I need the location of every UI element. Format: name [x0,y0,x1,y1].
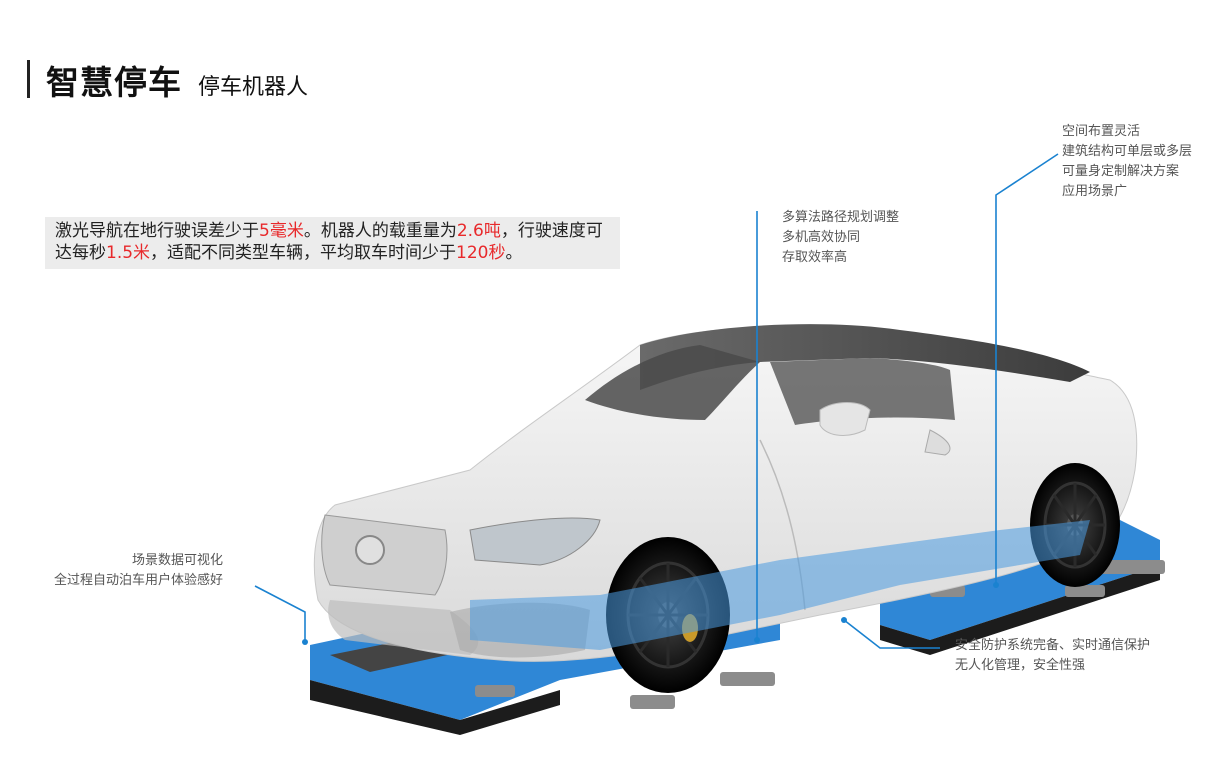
callout-algorithm-line-3: 存取效率高 [782,250,848,265]
callout-visual-line-2: 全过程自动泊车用户体验感好 [53,573,223,588]
desc-value-time: 120秒 [456,243,506,263]
callout-layout-line-3: 可量身定制解决方案 [1062,164,1180,179]
callout-safety-line-2: 无人化管理，安全性强 [955,658,1086,673]
robot-under-car [470,520,1090,650]
callout-safety-line-1: 安全防护系统完备、实时通信保护 [955,638,1151,653]
desc-text-2: 。机器人的载重量为 [303,221,457,241]
desc-value-precision: 5毫米 [259,221,304,241]
callout-layout-line-2: 建筑结构可单层或多层 [1062,144,1193,159]
page-subtitle: 停车机器人 [198,75,309,100]
callout-algorithm-line-2: 多机高效协同 [782,230,861,245]
desc-text-3: ，行驶速度可达每秒 [55,221,603,263]
callout-layout-line-4: 应用场景广 [1062,184,1128,199]
callout-algorithm: 多算法路径规划调整 多机高效协同 存取效率高 [782,208,899,268]
desc-text-4: ，适配不同类型车辆，平均取车时间少于 [150,243,457,263]
callout-layout: 空间布置灵活 建筑结构可单层或多层 可量身定制解决方案 应用场景广 [1062,122,1192,202]
desc-text-1: 激光导航在地行驶误差少于 [55,221,259,241]
page-title: 智慧停车 [46,63,182,102]
callout-layout-line-1: 空间布置灵活 [1062,124,1141,139]
callout-lines [254,153,1059,649]
description-box: 激光导航在地行驶误差少于5毫米。机器人的载重量为2.6吨，行驶速度可达每秒1.5… [45,217,620,269]
desc-text-5: 。 [505,243,523,263]
callout-visual: 场景数据可视化 全过程自动泊车用户体验感好 [30,551,223,591]
callout-dots [302,582,999,645]
callout-algorithm-line-1: 多算法路径规划调整 [782,210,900,225]
callout-safety: 安全防护系统完备、实时通信保护 无人化管理，安全性强 [955,636,1150,676]
desc-value-speed: 1.5米 [106,243,151,263]
callout-visual-line-1: 场景数据可视化 [131,553,223,568]
desc-value-load: 2.6吨 [456,221,501,241]
title-accent-bar [27,60,30,98]
